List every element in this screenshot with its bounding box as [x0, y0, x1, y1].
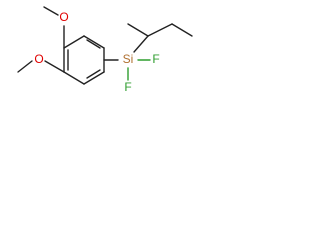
atom-oxygen-left: O [34, 52, 43, 66]
bond-ch-to-ch2 [147, 23, 173, 37]
ring-double-bond-1 [86, 39, 101, 49]
ring-bond-3 [83, 71, 105, 85]
bond-ring-to-o-left [44, 60, 65, 73]
ring-bond-4 [63, 71, 85, 85]
bond-si-to-ch [133, 35, 149, 53]
methoxy-left: O [17, 52, 65, 73]
bond-o-top-to-methyl [43, 6, 59, 16]
chemical-structure-diagram: O O Si F F [17, 6, 193, 94]
atom-oxygen-top: O [59, 10, 68, 24]
bond-ch2-to-ch3 [171, 23, 193, 37]
ring-bond-6 [63, 35, 85, 49]
methoxy-top: O [43, 6, 69, 49]
atom-silicon: Si [123, 52, 134, 66]
atom-fluorine-right: F [152, 52, 159, 66]
ring-bond-1 [83, 35, 105, 49]
ring-double-bond-2 [86, 69, 101, 79]
bond-ch-to-methyl [127, 23, 149, 37]
atom-fluorine-bottom: F [124, 80, 131, 94]
benzene-ring [63, 35, 105, 85]
bond-o-left-to-methyl [17, 60, 33, 73]
sec-butyl-group [127, 23, 193, 53]
